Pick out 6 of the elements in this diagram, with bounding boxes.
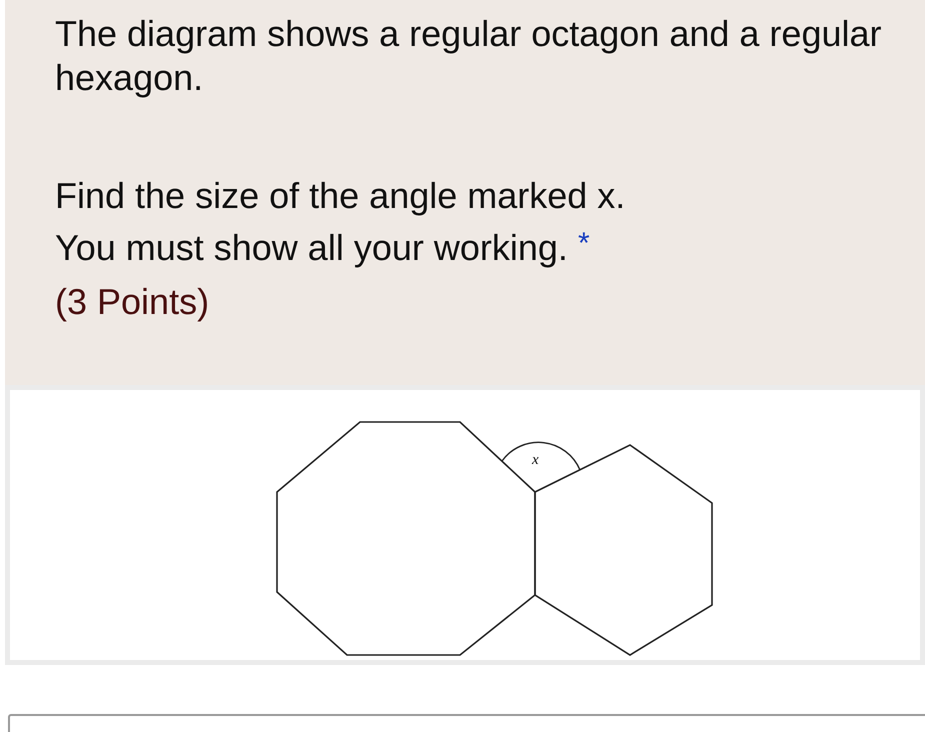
angle-label: x (532, 451, 539, 469)
instruction-text: You must show all your working. (55, 226, 568, 270)
points-text: (3 Points) (55, 280, 210, 324)
question-text: Find the size of the angle marked x. (55, 174, 626, 218)
required-mark: * (578, 226, 590, 262)
question-text: The diagram shows a regular octagon and a regular hexagon. (55, 12, 882, 100)
